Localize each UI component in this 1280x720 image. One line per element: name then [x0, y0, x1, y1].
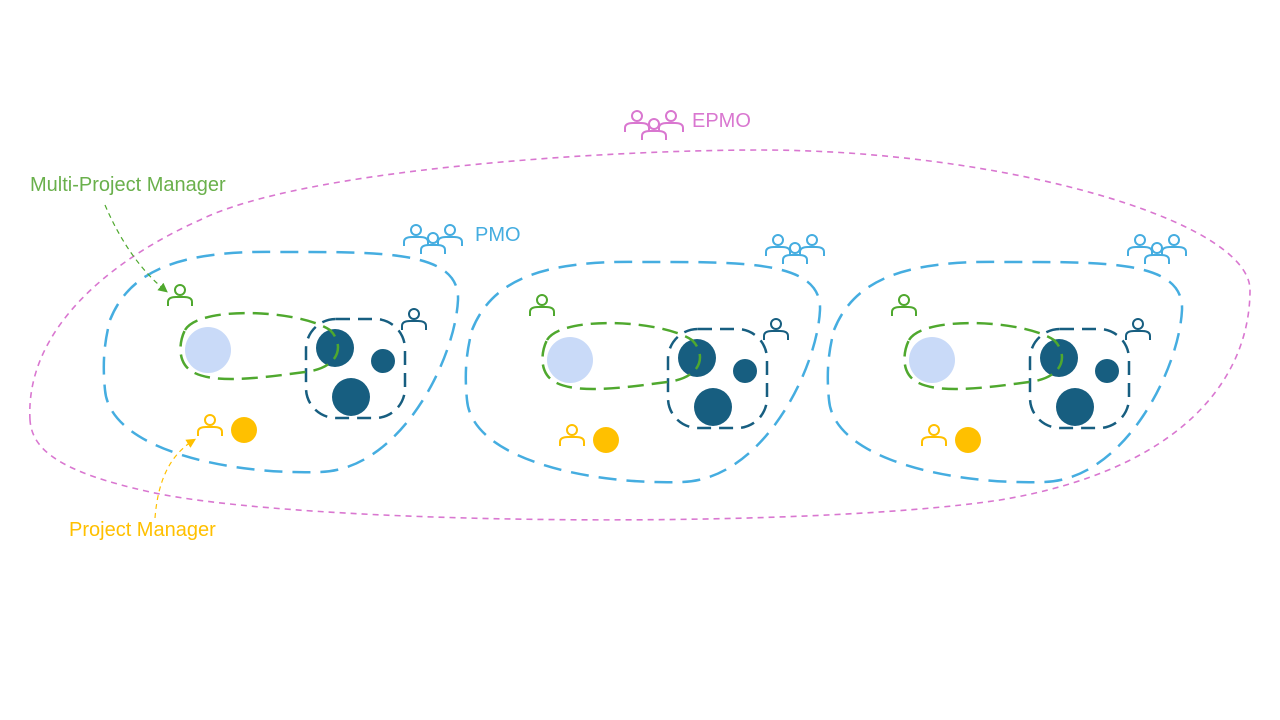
person-head [174, 284, 186, 296]
epmo-label: EPMO [692, 110, 751, 132]
person-body [197, 426, 223, 436]
team-boundary [304, 317, 407, 420]
pmo-1-cluster [102, 224, 463, 474]
person-head [204, 414, 216, 426]
person-head [410, 224, 422, 236]
person-body [891, 306, 917, 316]
person-icon [1161, 234, 1187, 256]
project-manager-icon [559, 424, 585, 446]
epmo-people-icon [624, 110, 684, 140]
team-lead-icon [1125, 318, 1151, 340]
person-head [1134, 234, 1146, 246]
team-lead-icon [763, 318, 789, 340]
person-icon [1127, 234, 1153, 256]
person-icon [403, 224, 429, 246]
team-member-circle [1056, 388, 1094, 426]
project-manager-icon [197, 414, 223, 436]
person-body [420, 244, 446, 254]
team-member-circle [332, 378, 370, 416]
project-manager-label: Project Manager [69, 519, 216, 541]
person-body [782, 254, 808, 264]
pm-pointer-arrow [154, 438, 197, 519]
person-icon [437, 224, 463, 246]
person-body [401, 320, 427, 330]
team-member-circle [678, 339, 716, 377]
person-head [408, 308, 420, 320]
person-head [898, 294, 910, 306]
person-icon [799, 234, 825, 256]
person-body [641, 130, 667, 140]
multi-project-boundary [179, 311, 340, 381]
person-body [763, 330, 789, 340]
multi-project-manager-icon [891, 294, 917, 316]
person-body [1144, 254, 1170, 264]
person-head [1151, 242, 1163, 254]
project-circle [185, 327, 231, 373]
person-icon [1144, 242, 1170, 264]
person-head [648, 118, 660, 130]
pmo-group-icon [765, 234, 825, 264]
person-head [806, 234, 818, 246]
person-icon [658, 110, 684, 132]
person-head [772, 234, 784, 246]
pmo-3-cluster [826, 234, 1187, 484]
person-icon [420, 232, 446, 254]
pmo-group-icon [403, 224, 463, 254]
person-head [770, 318, 782, 330]
person-body [921, 436, 947, 446]
person-body [559, 436, 585, 446]
team-boundary [1028, 327, 1131, 430]
team-member-circle [733, 359, 757, 383]
multi-project-boundary [541, 321, 702, 391]
team-lead-icon [401, 308, 427, 330]
person-icon [624, 110, 650, 132]
project-manager-circle [955, 427, 981, 453]
person-head [536, 294, 548, 306]
person-head [631, 110, 643, 122]
team-member-circle [316, 329, 354, 367]
person-head [1132, 318, 1144, 330]
person-head [566, 424, 578, 436]
project-manager-circle [593, 427, 619, 453]
person-head [444, 224, 456, 236]
person-icon [765, 234, 791, 256]
person-body [1125, 330, 1151, 340]
person-head [928, 424, 940, 436]
person-body [167, 296, 193, 306]
multi-project-manager-icon [167, 284, 193, 306]
team-member-circle [694, 388, 732, 426]
team-member-circle [371, 349, 395, 373]
epmo-group-icon [624, 110, 684, 140]
person-head [1168, 234, 1180, 246]
project-manager-circle [231, 417, 257, 443]
project-circle [909, 337, 955, 383]
project-manager-icon [921, 424, 947, 446]
project-circle [547, 337, 593, 383]
epmo-boundary [29, 149, 1251, 521]
multi-project-boundary [903, 321, 1064, 391]
pmo-group-icon [1127, 234, 1187, 264]
person-head [789, 242, 801, 254]
pmo-2-cluster [464, 234, 825, 484]
person-head [427, 232, 439, 244]
person-body [529, 306, 555, 316]
person-icon [782, 242, 808, 264]
team-member-circle [1040, 339, 1078, 377]
person-head [665, 110, 677, 122]
team-member-circle [1095, 359, 1119, 383]
pmo-label: PMO [475, 224, 521, 246]
team-boundary [666, 327, 769, 430]
person-icon [641, 118, 667, 140]
multi-project-manager-label: Multi-Project Manager [30, 174, 226, 196]
mpm-pointer-arrow [104, 204, 168, 293]
multi-project-manager-icon [529, 294, 555, 316]
